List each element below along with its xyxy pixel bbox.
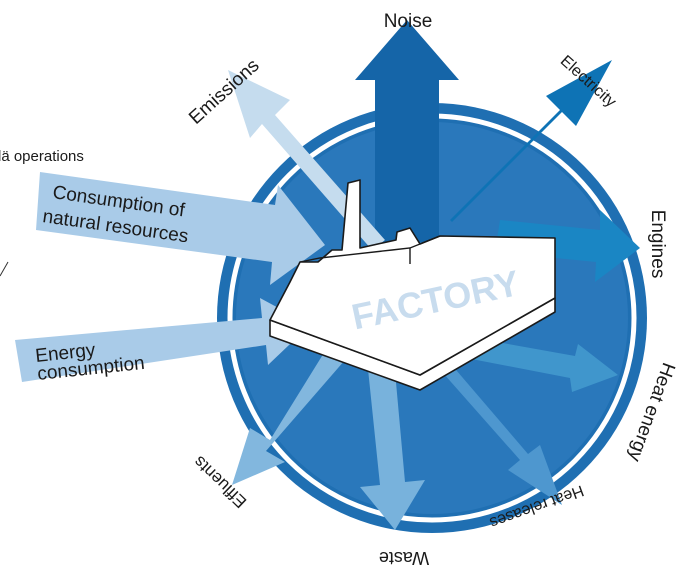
noise-label: Noise	[384, 11, 433, 32]
factory-roof-line	[299, 235, 441, 263]
factory-building: FACTORY	[269, 179, 556, 391]
waste-label: Waste	[379, 548, 429, 568]
header-partial-text: lä operations	[0, 148, 84, 165]
engines-arrow	[495, 210, 640, 282]
electricity-arrow	[450, 60, 612, 222]
factory-top-face	[269, 179, 556, 376]
engines-label: Engines	[647, 210, 668, 279]
waste-arrow	[360, 338, 425, 530]
energy-input-arrow	[15, 298, 310, 382]
leader-tick	[0, 261, 9, 277]
noise-arrow	[355, 20, 459, 242]
natural-resources-input-arrow	[36, 172, 325, 285]
effluents-arrow	[232, 335, 358, 485]
